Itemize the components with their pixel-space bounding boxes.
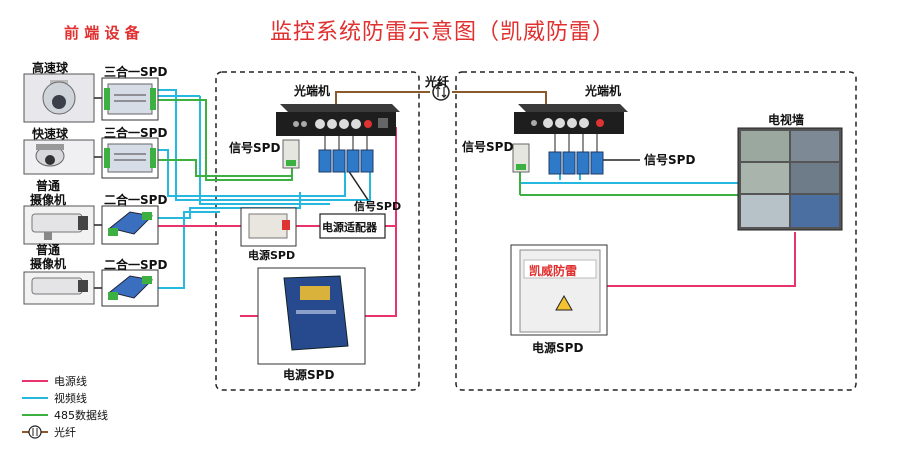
camera-label-bullet-2: 普通 摄像机 bbox=[30, 243, 67, 271]
legend-label: 电源线 bbox=[54, 374, 87, 388]
signal-spd-right-left-label: 信号SPD bbox=[462, 140, 514, 154]
camera-speed-dome bbox=[23, 73, 95, 123]
power-spd-right-label: 电源SPD bbox=[532, 341, 584, 355]
signal-spd-right-label: 信号SPD bbox=[644, 153, 696, 167]
cabinet-brand-label: 凯威防雷 bbox=[529, 264, 578, 278]
legend-item-video: 视频线 bbox=[22, 389, 108, 406]
video-line-swatch bbox=[22, 396, 48, 399]
spd-label-3: 二合一SPD bbox=[104, 193, 168, 207]
power-spd-large-label: 电源SPD bbox=[283, 368, 335, 382]
power-line-swatch bbox=[22, 379, 48, 382]
camera-fast-dome bbox=[23, 139, 95, 175]
front-end-label: 前 端 设 备 bbox=[64, 24, 140, 42]
spd-3in1-2 bbox=[101, 137, 159, 179]
spd-2in1-1 bbox=[101, 205, 159, 245]
video-lines bbox=[158, 89, 740, 289]
legend-item-485: 485数据线 bbox=[22, 406, 108, 423]
fiber-coupler-icon bbox=[432, 83, 450, 101]
diagram-title: 监控系统防雷示意图（凯威防雷） bbox=[270, 20, 616, 45]
power-spd-large bbox=[257, 267, 366, 365]
signal-spd-left-label: 信号SPD bbox=[229, 141, 281, 155]
camera-label-fast-dome: 快速球 bbox=[32, 127, 69, 141]
power-adapter bbox=[319, 213, 386, 239]
spd-label-2: 三合一SPD bbox=[104, 126, 168, 140]
optical-terminal-right bbox=[514, 104, 628, 134]
optical-terminal-right-label: 光端机 bbox=[585, 84, 622, 98]
optical-terminal-left bbox=[276, 104, 400, 136]
spd-3in1-1 bbox=[101, 77, 159, 121]
power-spd-cabinet bbox=[510, 244, 608, 336]
power-spd-small bbox=[240, 207, 297, 247]
power-adapter-label: 电源适配器 bbox=[322, 221, 377, 234]
right-equipment-box bbox=[455, 71, 857, 391]
fiber-coupler-icon bbox=[22, 424, 48, 439]
fiber-label: 光纤 bbox=[425, 75, 450, 89]
video-wall-label: 电视墙 bbox=[768, 113, 805, 127]
signal-spd-left-bottom-label: 信号SPD bbox=[354, 200, 402, 213]
legend-item-power: 电源线 bbox=[22, 372, 108, 389]
signal-spd-right-a bbox=[512, 143, 530, 173]
optical-terminal-left-label: 光端机 bbox=[294, 84, 331, 98]
camera-bullet-1 bbox=[23, 205, 95, 245]
video-wall bbox=[737, 127, 843, 231]
signal-spd-pointer-left bbox=[347, 169, 369, 201]
video-spd-array-left bbox=[318, 136, 374, 173]
data485-lines bbox=[158, 99, 740, 196]
spd-label-1: 三合一SPD bbox=[104, 65, 168, 79]
data485-line-swatch bbox=[22, 413, 48, 416]
spd-2in1-2 bbox=[101, 269, 159, 307]
signal-spd-left bbox=[282, 139, 300, 169]
camera-label-speed-dome: 高速球 bbox=[32, 61, 69, 75]
legend-label: 485数据线 bbox=[54, 408, 108, 422]
camera-label-bullet-1: 普通 摄像机 bbox=[30, 179, 67, 207]
legend: 电源线 视频线 485数据线 光纤 bbox=[22, 372, 108, 440]
legend-label: 视频线 bbox=[54, 391, 87, 405]
legend-item-fiber: 光纤 bbox=[22, 423, 108, 440]
camera-connectors bbox=[94, 97, 102, 289]
spd-label-4: 二合一SPD bbox=[104, 258, 168, 272]
legend-label: 光纤 bbox=[54, 425, 76, 439]
video-spd-array-right bbox=[548, 134, 604, 175]
fiber-line bbox=[335, 91, 547, 104]
power-spd-small-label: 电源SPD bbox=[248, 249, 296, 262]
left-equipment-box bbox=[215, 71, 420, 391]
camera-bullet-2 bbox=[23, 271, 95, 305]
